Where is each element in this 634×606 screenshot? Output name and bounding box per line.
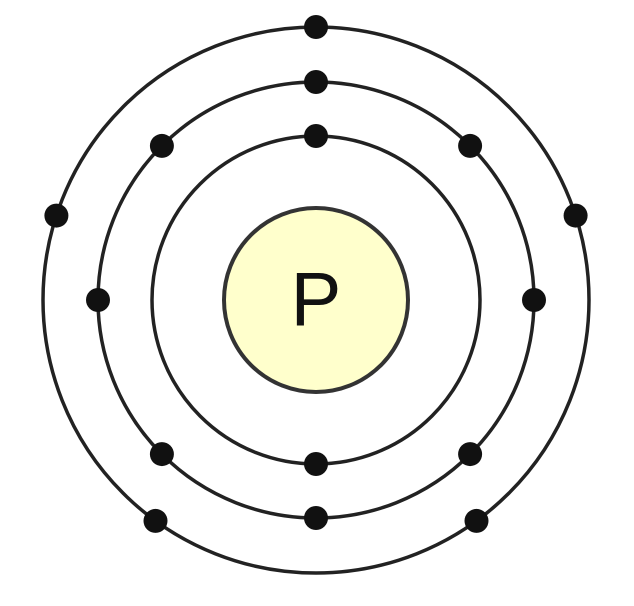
electrons (44, 15, 588, 533)
electron-shell-3-2 (563, 203, 588, 228)
electron-shell-2-6 (149, 442, 174, 467)
electron-shell-1-2 (304, 452, 328, 476)
electron-shell-2-7 (86, 288, 110, 312)
electron-shell-3-4 (143, 508, 168, 533)
electron-shell-2-4 (458, 442, 483, 467)
electron-shell-3-5 (44, 203, 69, 228)
electron-shell-2-8 (149, 133, 174, 158)
element-symbol: P (291, 258, 342, 343)
electron-shell-2-5 (304, 506, 328, 530)
nucleus: P (222, 206, 410, 394)
nucleus-circle (222, 206, 410, 394)
electron-shell-2-2 (458, 133, 483, 158)
electron-shell-3-3 (464, 508, 489, 533)
electron-shell-2-1 (304, 70, 328, 94)
electron-shell-2-3 (522, 288, 546, 312)
electron-shell-1-1 (304, 124, 328, 148)
electron-shell-3-1 (304, 15, 328, 39)
